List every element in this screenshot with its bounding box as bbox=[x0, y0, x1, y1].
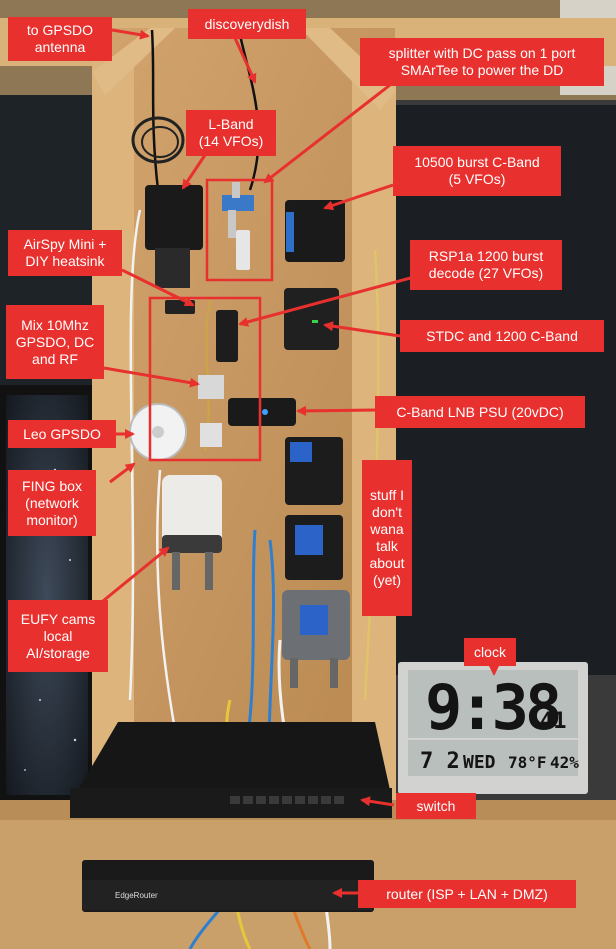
label-splitter: splitter with DC pass on 1 port SMArTee … bbox=[360, 38, 604, 86]
router-front bbox=[82, 880, 374, 910]
clock-lcd-top bbox=[408, 670, 578, 738]
fing-bracket-left bbox=[172, 552, 180, 590]
splitter-highlight-box bbox=[205, 178, 274, 282]
frame-right-post bbox=[352, 60, 396, 800]
label-lnb-psu: C-Band LNB PSU (20vDC) bbox=[375, 396, 585, 428]
leo-gpsdo-box bbox=[200, 423, 222, 447]
label-rsp1a: RSP1a 1200 burst decode (27 VFOs) bbox=[410, 240, 562, 290]
window-right bbox=[395, 105, 616, 675]
label-stdc: STDC and 1200 C-Band bbox=[400, 320, 604, 352]
label-c-band-10500: 10500 burst C-Band (5 VFOs) bbox=[393, 146, 561, 196]
poster-space bbox=[6, 395, 88, 795]
switch-ports bbox=[230, 796, 344, 804]
label-to-gpsdo-antenna: to GPSDO antenna bbox=[8, 17, 112, 61]
label-mix-10mhz: Mix 10Mhz GPSDO, DC and RF bbox=[6, 305, 104, 379]
airspy-heatsink bbox=[216, 310, 238, 362]
mixer-box bbox=[198, 375, 224, 399]
clock-date: 7 2 bbox=[420, 749, 460, 774]
frame-diagonal-left bbox=[92, 28, 175, 95]
clock-humidity: 42% bbox=[550, 753, 579, 772]
leo-gpsdo-fan-hub bbox=[152, 426, 164, 438]
c-band-10500-receiver bbox=[285, 200, 345, 262]
lnb-psu-led bbox=[262, 409, 268, 415]
l-band-mount bbox=[155, 248, 190, 288]
c-band-10500-accent bbox=[286, 212, 294, 252]
clock-temperature: 78°F bbox=[508, 753, 547, 772]
annotation-arrows bbox=[102, 28, 499, 898]
splitter-tee bbox=[222, 182, 254, 270]
label-fing-box: FING box (network monitor) bbox=[8, 470, 96, 536]
clock-time: 9:38 bbox=[425, 671, 559, 744]
label-l-band: L-Band (14 VFOs) bbox=[186, 110, 276, 156]
router-brand: EdgeRouter bbox=[115, 891, 158, 900]
label-switch: switch bbox=[396, 793, 476, 819]
clock-weekday: WED bbox=[463, 752, 496, 773]
grey-box-bracket-left bbox=[290, 658, 298, 688]
rsp1a-stdc-receiver bbox=[284, 288, 339, 350]
frame-diagonal-right bbox=[300, 28, 396, 110]
label-airspy: AirSpy Mini + DIY heatsink bbox=[8, 230, 122, 276]
fing-box bbox=[162, 475, 222, 553]
l-band-receiver bbox=[145, 185, 203, 250]
device-black-1-tape bbox=[290, 442, 312, 462]
label-clock: clock bbox=[464, 638, 516, 666]
fing-box-base bbox=[162, 535, 222, 553]
label-eufy: EUFY cams local AI/storage bbox=[8, 600, 108, 672]
fing-bracket-right bbox=[205, 552, 213, 590]
clock-seconds: 41 bbox=[540, 709, 567, 734]
switch-body bbox=[78, 722, 390, 790]
label-discoverydish: discoverydish bbox=[188, 9, 306, 39]
clock-lcd-bottom bbox=[408, 740, 578, 776]
stdc-led bbox=[312, 320, 318, 323]
device-black-2-tape bbox=[295, 525, 323, 555]
device-grey-tape bbox=[300, 605, 328, 635]
rf-highlight-box bbox=[148, 296, 262, 462]
label-stuff: stuff I don't wana talk about (yet) bbox=[362, 460, 412, 616]
grey-box-bracket-right bbox=[330, 658, 338, 688]
label-router: router (ISP + LAN + DMZ) bbox=[358, 880, 576, 908]
label-leo-gpsdo: Leo GPSDO bbox=[8, 420, 116, 448]
